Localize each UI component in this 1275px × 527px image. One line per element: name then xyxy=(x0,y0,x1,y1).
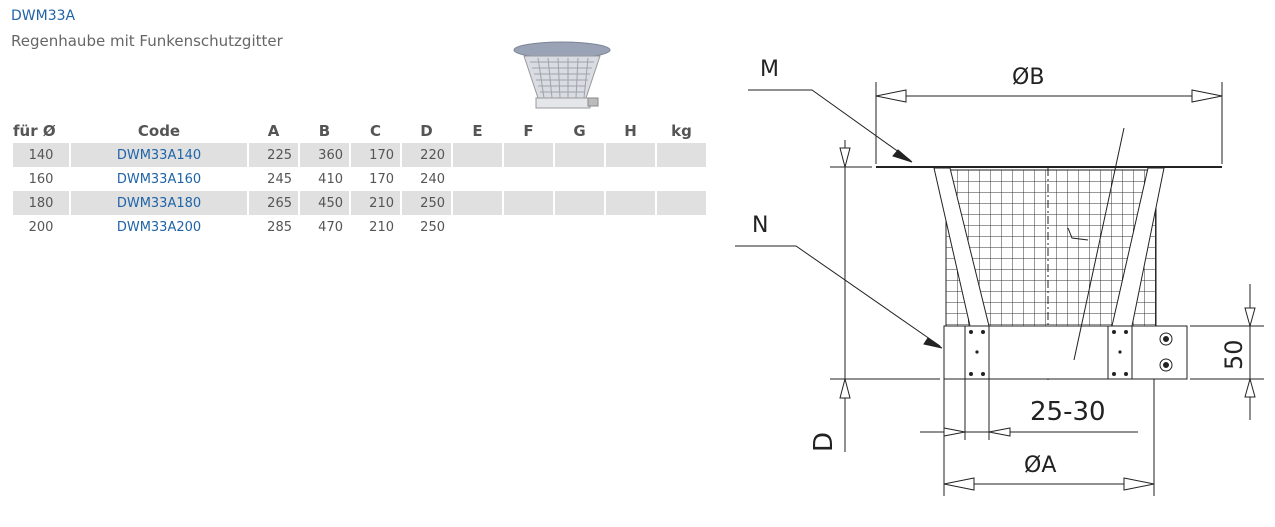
col-header: D xyxy=(420,122,433,140)
table-cell xyxy=(555,215,604,239)
table-cell: 140 xyxy=(13,143,69,167)
col-header: H xyxy=(624,122,637,140)
table-cell xyxy=(453,215,502,239)
table-cell-code[interactable]: DWM33A180 xyxy=(71,191,247,215)
technical-drawing: ØB M N D 50 25-30 ØA xyxy=(735,57,1264,496)
col-header: G xyxy=(573,122,586,140)
table-cell xyxy=(657,191,706,215)
table-cell: 210 xyxy=(351,191,400,215)
col-header: C xyxy=(369,122,381,140)
table-cell: 250 xyxy=(402,191,451,215)
table-cell xyxy=(504,143,553,167)
table-cell xyxy=(555,143,604,167)
table-cell: 160 xyxy=(28,171,54,187)
table-cell: 285 xyxy=(267,219,292,235)
table-cell: 240 xyxy=(420,171,445,187)
table-cell: 360 xyxy=(300,143,349,167)
label-50: 50 xyxy=(1220,339,1248,370)
table-cell: 200 xyxy=(28,219,54,235)
table-cell xyxy=(453,167,502,191)
table-cell: 470 xyxy=(318,219,343,235)
col-header: kg xyxy=(671,122,692,140)
table-cell xyxy=(606,191,655,215)
table-cell: 250 xyxy=(420,219,445,235)
table-cell xyxy=(504,215,553,239)
table-cell: 245 xyxy=(267,171,292,187)
table-cell: 220 xyxy=(402,143,451,167)
col-header: Code xyxy=(137,122,181,140)
table-cell xyxy=(555,167,604,191)
label-d: D xyxy=(809,432,839,452)
col-header: E xyxy=(472,122,483,140)
col-header: F xyxy=(523,122,534,140)
table-cell: 170 xyxy=(351,143,400,167)
label-diameter-b: ØB xyxy=(1012,65,1044,90)
product-code: DWM33A xyxy=(11,8,76,24)
table-cell xyxy=(453,191,502,215)
col-header: für Ø xyxy=(13,122,56,140)
col-header: A xyxy=(267,122,280,140)
table-cell: 265 xyxy=(249,191,298,215)
table-cell xyxy=(657,143,706,167)
table-cell-code[interactable]: DWM33A200 xyxy=(116,219,202,235)
table-cell-code[interactable]: DWM33A140 xyxy=(71,143,247,167)
table-header-row: für Ø Code A B C D E F G H kg xyxy=(13,119,706,143)
table-cell: 410 xyxy=(318,171,343,187)
product-subtitle: Regenhaube mit Funkenschutzgitter xyxy=(11,32,283,50)
label-n: N xyxy=(752,213,768,238)
table-row: 180 DWM33A180 265 450 210 250 xyxy=(13,191,706,215)
table-cell xyxy=(657,215,706,239)
product-image xyxy=(513,41,611,109)
table-cell xyxy=(606,167,655,191)
table-cell: 225 xyxy=(249,143,298,167)
table-row: 140 DWM33A140 225 360 170 220 xyxy=(13,143,706,167)
table-cell xyxy=(606,143,655,167)
table-cell: 210 xyxy=(369,219,394,235)
table-cell xyxy=(504,191,553,215)
table-cell xyxy=(606,215,655,239)
table-row: 160 DWM33A160 245 410 170 240 xyxy=(13,167,706,191)
col-header: B xyxy=(318,122,331,140)
table-cell xyxy=(453,143,502,167)
label-m: M xyxy=(760,57,779,82)
table-cell: 180 xyxy=(13,191,69,215)
spec-table: für Ø Code A B C D E F G H kg 140 DWM33A… xyxy=(11,119,708,239)
label-diameter-a: ØA xyxy=(1024,453,1056,478)
table-cell xyxy=(504,167,553,191)
table-cell xyxy=(555,191,604,215)
table-cell xyxy=(657,167,706,191)
table-cell: 450 xyxy=(300,191,349,215)
table-cell: 170 xyxy=(369,171,394,187)
label-25-30: 25-30 xyxy=(1030,397,1106,427)
table-row: 200 DWM33A200 285 470 210 250 xyxy=(13,215,706,239)
table-cell-code[interactable]: DWM33A160 xyxy=(116,171,202,187)
